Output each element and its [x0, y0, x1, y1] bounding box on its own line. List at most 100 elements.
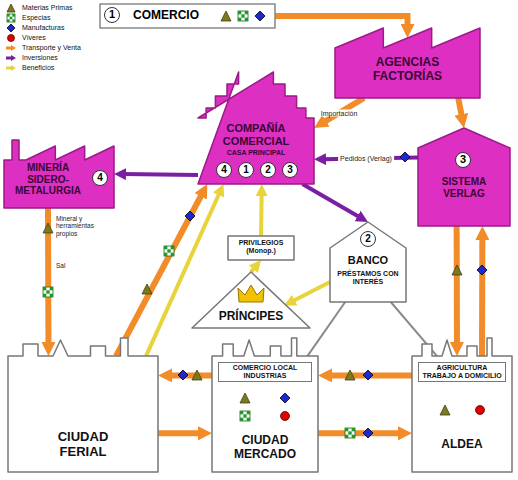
legend-text: Inversiones — [22, 53, 58, 63]
node-shape — [335, 28, 480, 98]
flow-arrow — [458, 98, 462, 118]
node-shape — [228, 236, 294, 260]
flow-arrow — [454, 226, 460, 346]
flow-arrow — [123, 172, 198, 177]
node-shape — [412, 338, 512, 472]
node-shape — [4, 140, 114, 208]
agency-building: AGENCIAS FACTORÍAS — [335, 28, 480, 98]
callout-number: 4 — [92, 170, 108, 186]
manufacture-icon — [7, 24, 15, 32]
manufacture-icon — [363, 428, 373, 438]
raw-material-icon — [440, 405, 450, 415]
node-shape — [192, 272, 310, 328]
spice-icon — [345, 428, 355, 438]
node-text: COMERCIO LOCAL INDUSTRIAS — [218, 362, 312, 382]
node-shape — [418, 128, 510, 226]
node-shape — [212, 338, 318, 472]
flow-arrow — [275, 16, 408, 28]
node-text: CASA PRINCIPAL — [202, 149, 310, 157]
legend-sample — [4, 3, 20, 13]
manufacture-icon — [477, 265, 487, 275]
raw-material-icon — [7, 4, 15, 12]
manufacture-icon — [178, 370, 188, 380]
node-text: COMPAÑÍA COMERCIAL — [202, 122, 310, 147]
node-text: PRIVILEGIOS (Monop.) — [230, 239, 292, 255]
legend-row: Transporte y Venta — [4, 43, 100, 53]
spice-icon — [164, 246, 174, 256]
legend-sample — [4, 63, 20, 73]
village: AGRICULTURA TRABAJO A DOMICILIOALDEA — [412, 334, 512, 472]
callout-number: 3 — [455, 152, 471, 168]
food-icon — [476, 406, 485, 415]
node-shape — [330, 222, 406, 302]
legend-row: Víveres — [4, 33, 100, 43]
bank-house: 2BANCO PRÉSTAMOS CON INTERÉS — [330, 222, 406, 302]
food-icon — [281, 412, 290, 421]
manufacture-icon — [255, 11, 265, 21]
princes-triangle: PRÍNCIPES — [192, 272, 310, 328]
legend-row: Beneficios — [4, 63, 100, 73]
arrow-sample — [6, 65, 16, 71]
legend-text: Materias Primas — [22, 3, 73, 13]
manufacture-icon — [400, 152, 410, 162]
raw-material-icon — [192, 370, 202, 380]
node-text: PRÍNCIPES — [211, 310, 291, 324]
node-text: MINERÍA SIDERO-METALURGIA — [8, 162, 88, 197]
node-text: AGRICULTURA TRABAJO A DOMICILIO — [418, 362, 506, 382]
legend-row: Especias — [4, 13, 100, 23]
commerce-box: 1COMERCIO — [100, 4, 275, 28]
node-text: SISTEMA VERLAG — [422, 176, 506, 199]
verlag-house: 3SISTEMA VERLAG — [418, 128, 510, 226]
company-building: COMPAÑÍA COMERCIALCASA PRINCIPAL4123 — [198, 72, 314, 184]
raw-material-icon — [452, 265, 462, 275]
arrow-sample — [6, 55, 16, 61]
spice-icon — [7, 14, 15, 22]
crown-symbol — [238, 285, 264, 302]
flow-arrow — [146, 192, 220, 356]
legend-sample — [4, 13, 20, 23]
flow-arrow — [307, 302, 345, 356]
legend-sample — [4, 33, 20, 43]
node-shape — [100, 4, 275, 28]
callout-number: 1 — [104, 7, 120, 23]
legend-sample — [4, 23, 20, 33]
flow-arrow — [259, 193, 264, 236]
legend-row: Materias Primas — [4, 3, 100, 13]
flow-arrow — [292, 282, 330, 301]
legend-sample — [4, 43, 20, 53]
flow-arrow — [318, 430, 402, 436]
raw-material-icon — [345, 370, 355, 380]
legend-text: Transporte y Venta — [22, 43, 81, 53]
legend-text: Especias — [22, 13, 50, 23]
node-text: CIUDAD MERCADO — [215, 434, 315, 462]
legend-row: Manufacturas — [4, 23, 100, 33]
flow-arrow — [158, 430, 202, 436]
flow-arrow — [169, 372, 213, 378]
raw-material-icon — [142, 284, 152, 294]
node-shape — [8, 338, 158, 472]
note-label: Mineral y herramientas propios — [56, 215, 114, 237]
callout-number: 2 — [260, 162, 276, 178]
flow-arrow — [45, 208, 51, 346]
node-outline — [412, 334, 512, 472]
node-text: BANCO — [333, 254, 403, 267]
manufacture-icon — [363, 370, 373, 380]
raw-material-icon — [240, 393, 250, 403]
spice-icon — [238, 11, 248, 21]
mining-factory: MINERÍA SIDERO-METALURGIA4 — [4, 140, 114, 208]
callout-number: 2 — [360, 231, 376, 247]
legend-text: Víveres — [22, 33, 46, 43]
legend-sample — [4, 53, 20, 63]
spice-icon — [240, 411, 250, 421]
flow-arrow — [251, 267, 255, 272]
callout-number: 3 — [282, 162, 298, 178]
node-text: CIUDAD FERIAL — [43, 430, 123, 460]
edge-label: Importación — [319, 110, 360, 117]
arrow-sample — [6, 45, 16, 51]
manufacture-icon — [280, 393, 290, 403]
legend-row: Inversiones — [4, 53, 100, 63]
node-text: PRÉSTAMOS CON INTERÉS — [333, 270, 403, 286]
flow-arrow — [302, 184, 360, 217]
market-city: COMERCIO LOCAL INDUSTRIAS CIUDAD MERCADO — [212, 334, 318, 472]
raw-material-icon — [221, 11, 231, 21]
